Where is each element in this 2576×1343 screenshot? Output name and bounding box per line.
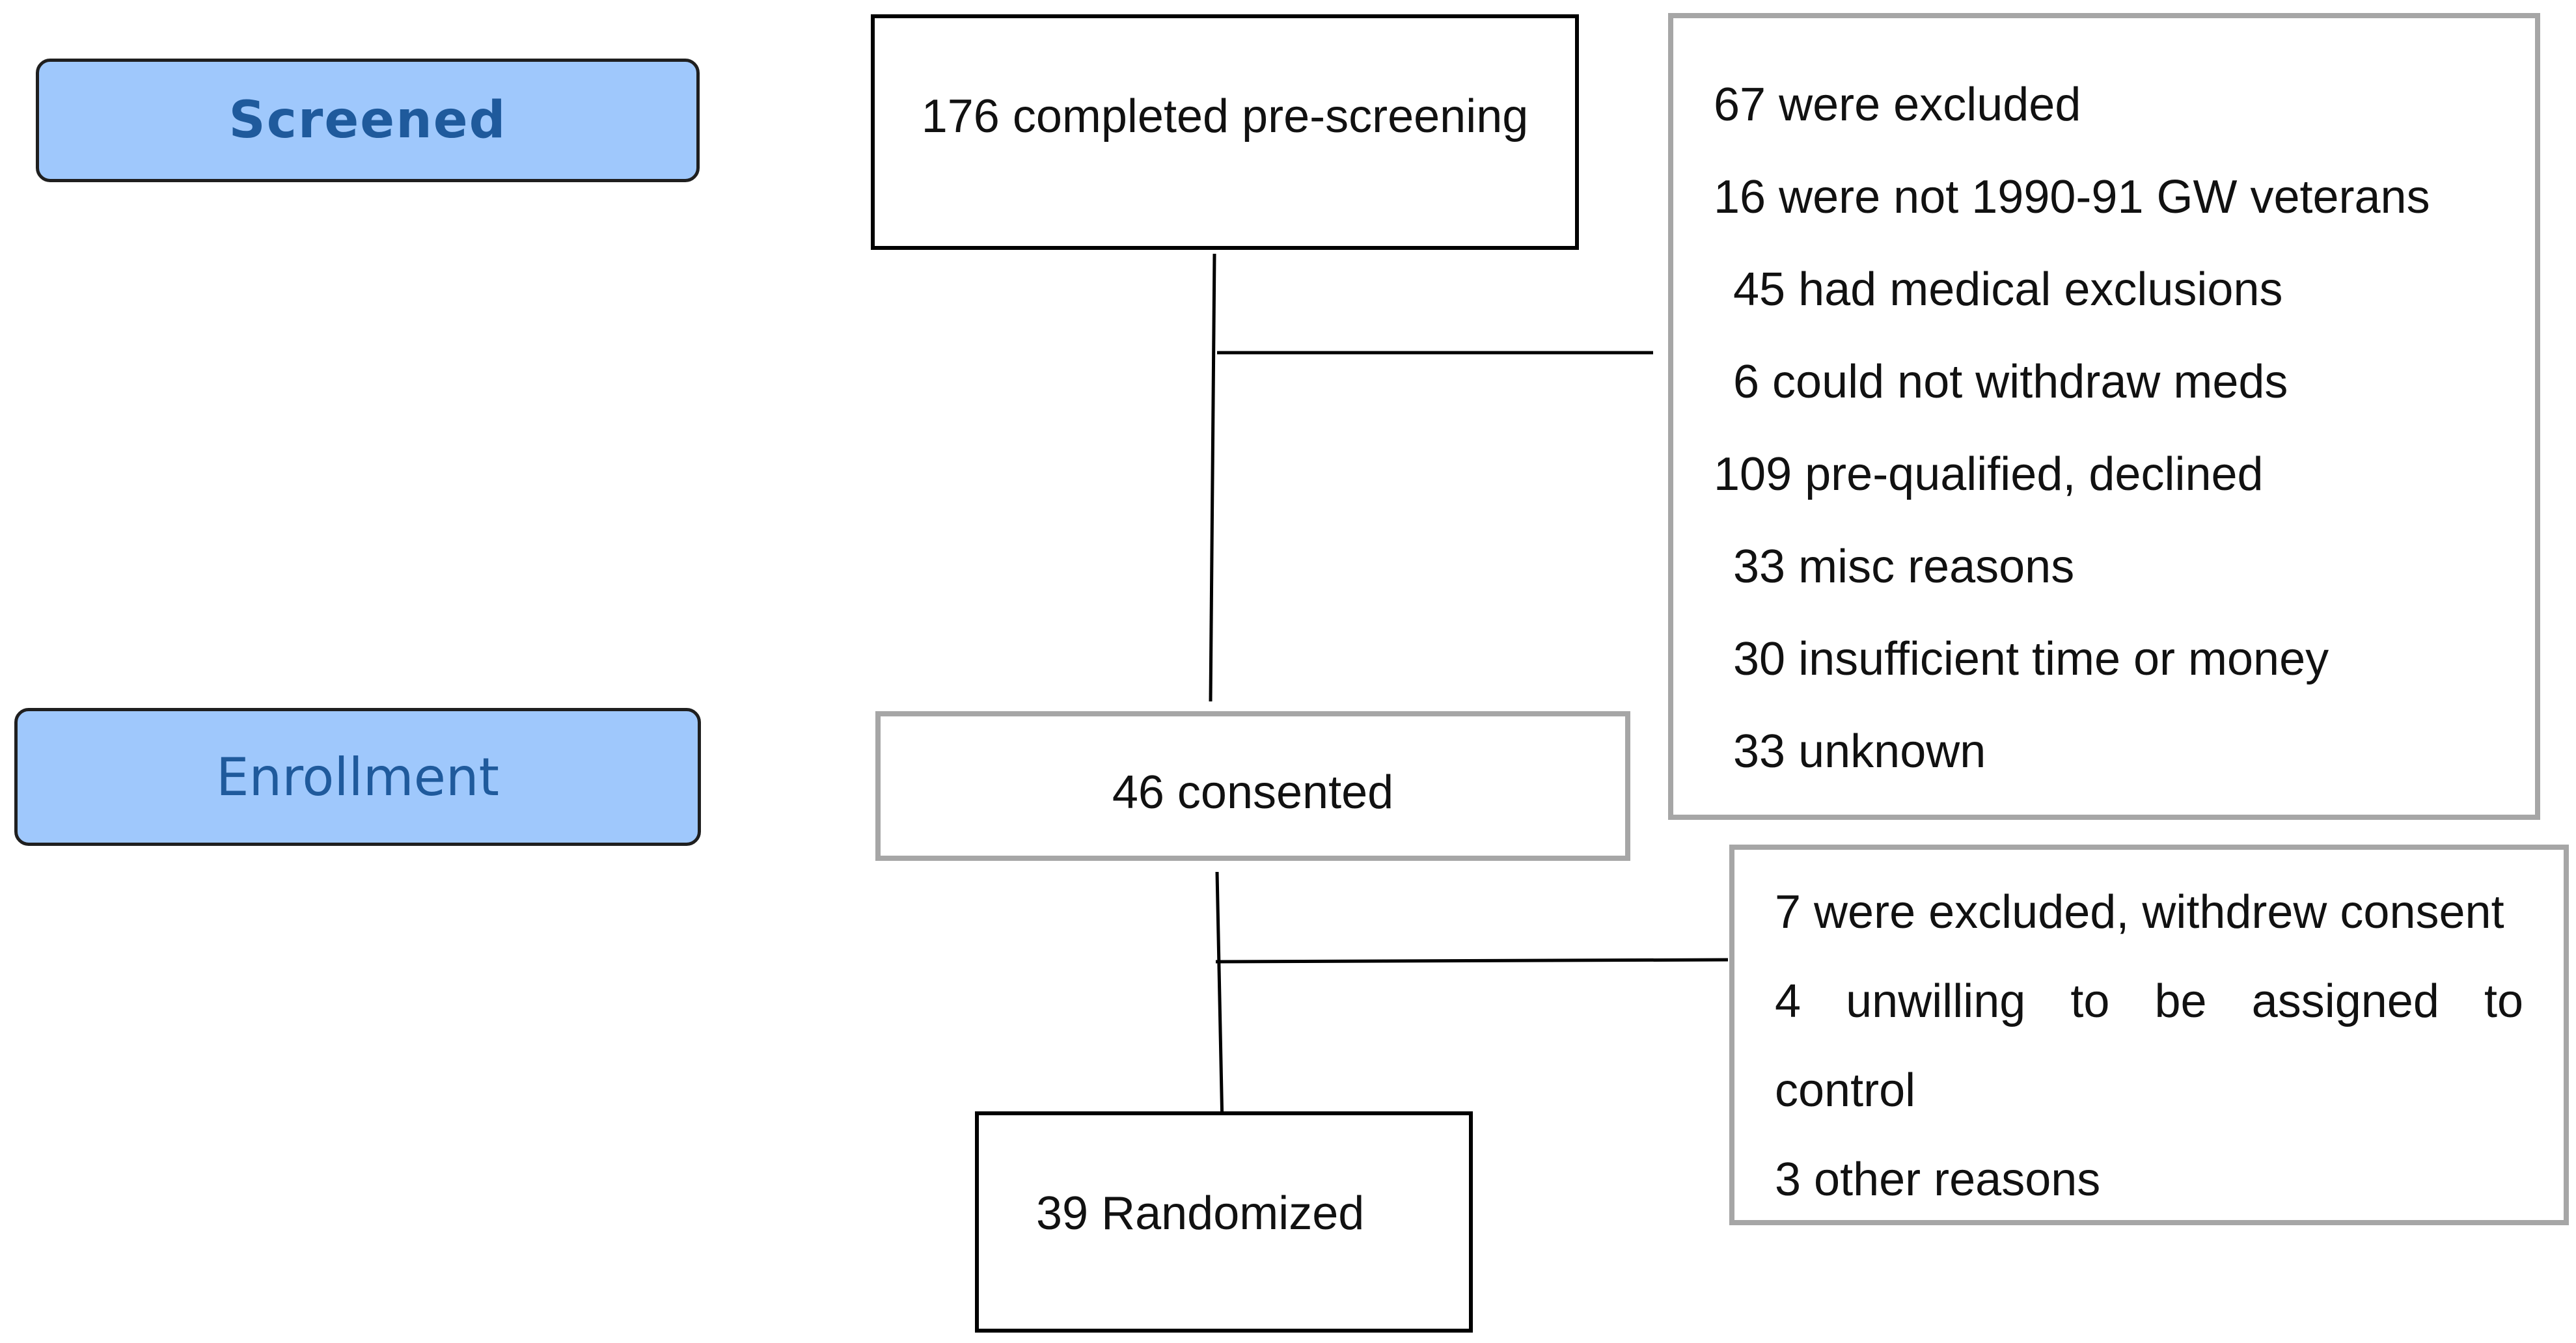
exclusion-line: 45 had medical exclusions [1733,264,2283,316]
exclusion-line: 33 misc reasons [1733,541,2075,593]
box-exclusions-consent: 7 were excluded, withdrew consent 4 unwi… [1729,845,2569,1225]
exclusion-line: 33 unknown [1733,726,1986,778]
exclusion-word: to [2484,975,2523,1027]
exclusion-line: 7 were excluded, withdrew consent [1775,886,2504,938]
box-consented-text: 46 consented [1112,766,1394,819]
connector-consented-to-randomized [1215,871,1224,1126]
connector-to-exclusions-2 [1215,958,1729,964]
exclusion-word: 4 [1775,975,1802,1027]
exclusion-line: control [1775,1065,1916,1117]
box-prescreening-text: 176 completed pre-screening [921,90,1529,142]
exclusion-word: be [2154,975,2207,1027]
box-prescreening: 176 completed pre-screening [871,14,1579,250]
exclusion-line: 3 other reasons [1775,1154,2101,1206]
stage-label-screened-text: Screened [228,91,507,150]
stage-label-screened: Screened [36,59,700,182]
box-exclusions-prescreening: 67 were excluded 16 were not 1990-91 GW … [1668,13,2540,820]
stage-label-enrollment: Enrollment [14,708,701,846]
connector-prescreen-to-consented [1209,253,1216,702]
exclusion-line: 109 pre-qualified, declined [1714,448,2264,500]
box-randomized-text: 39 Randomized [1036,1187,1365,1240]
exclusion-line-justified: 4 unwilling to be assigned to [1775,975,2523,1028]
exclusion-line: 6 could not withdraw meds [1733,356,2288,408]
box-consented: 46 consented [875,711,1630,861]
exclusion-word: to [2070,975,2110,1027]
exclusion-word: unwilling [1846,975,2026,1027]
exclusion-line: 30 insufficient time or money [1733,633,2329,685]
exclusion-line: 16 were not 1990-91 GW veterans [1714,171,2430,223]
exclusion-line: 67 were excluded [1714,79,2081,131]
box-randomized: 39 Randomized [975,1111,1473,1333]
stage-label-enrollment-text: Enrollment [216,746,499,807]
exclusion-word: assigned [2251,975,2439,1027]
